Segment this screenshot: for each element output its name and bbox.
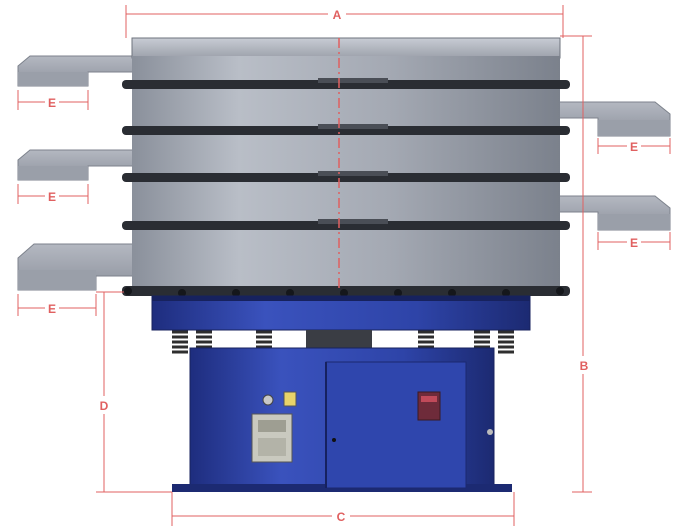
dimension-label-e-left-1: E — [48, 96, 56, 110]
spring-2 — [196, 330, 212, 354]
sieve-stack — [122, 37, 570, 297]
indicator-light — [262, 394, 274, 406]
sieve-deck-5 — [132, 226, 560, 290]
machine-base — [172, 347, 512, 492]
spring-6 — [498, 330, 514, 354]
vibration-frame — [151, 295, 531, 331]
isolation-springs — [172, 330, 514, 354]
dimension-label-e-right-2: E — [630, 236, 638, 250]
dimension-label-e-right-1: E — [630, 140, 638, 154]
dimension-label-d: D — [100, 399, 109, 413]
dimension-label-e-left-2: E — [48, 190, 56, 204]
clamp-ring-4 — [122, 221, 570, 230]
spring-4 — [418, 330, 434, 354]
top-cover — [131, 37, 561, 59]
access-door — [325, 361, 467, 489]
clamp-ring-1 — [122, 80, 570, 89]
clamp-ring-2 — [122, 126, 570, 135]
dimension-label-e-left-3: E — [48, 302, 56, 316]
spring-1 — [172, 330, 188, 354]
sieve-deck-4 — [132, 178, 560, 226]
spring-5 — [474, 330, 490, 354]
dimension-label-c: C — [337, 510, 346, 524]
warning-label-icon — [283, 391, 297, 407]
ring-bolts — [124, 287, 564, 297]
spring-3 — [256, 330, 272, 354]
motor-coupling — [306, 330, 372, 352]
dimension-label-a: A — [333, 8, 342, 22]
clamp-ring-3 — [122, 173, 570, 182]
dimension-label-b: B — [580, 359, 589, 373]
sieve-deck-3 — [132, 132, 560, 178]
